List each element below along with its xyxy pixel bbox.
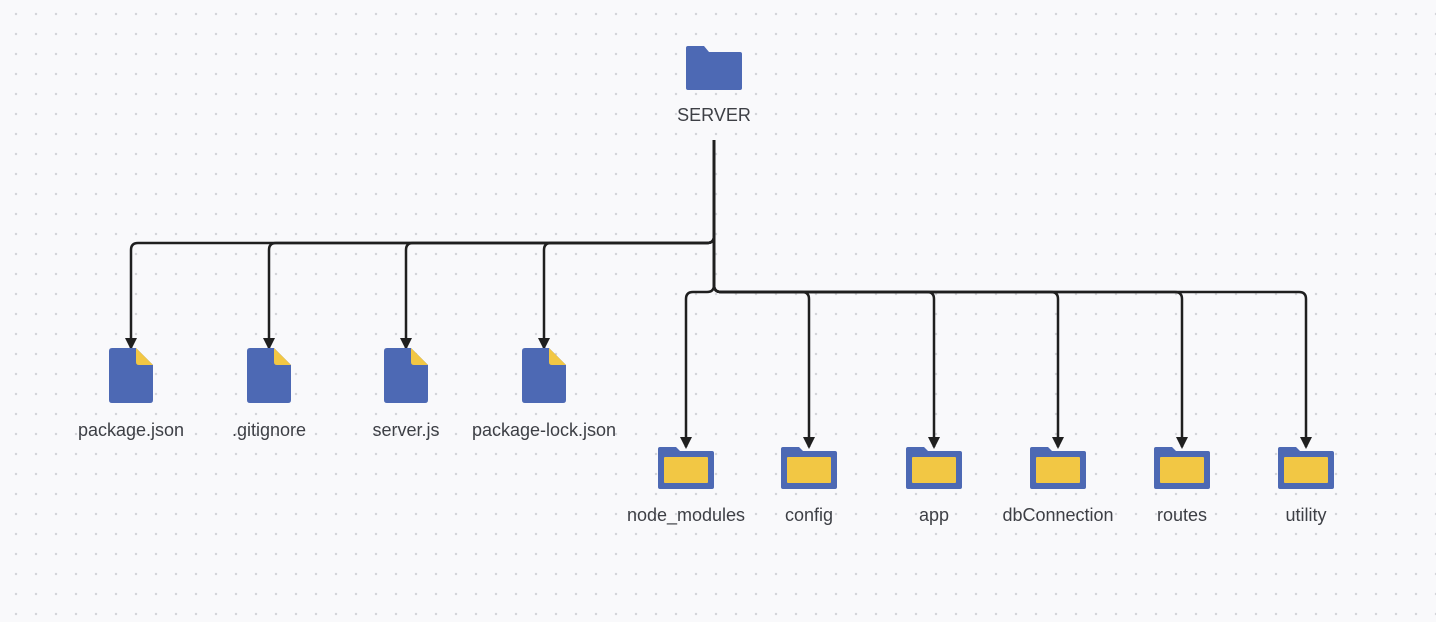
file-node-package-json[interactable] — [109, 348, 153, 403]
folder-node-dbconnection[interactable] — [1030, 447, 1086, 489]
folder-label-config: config — [784, 505, 834, 525]
folder-icon — [781, 447, 837, 489]
connector-package-lock-json — [538, 140, 716, 350]
folder-node-config[interactable] — [781, 447, 837, 489]
connector-config — [712, 140, 815, 449]
folder-label-dbconnection: dbConnection — [1002, 505, 1114, 525]
folder-icon — [686, 46, 742, 90]
folder-node-utility[interactable] — [1278, 447, 1334, 489]
connectors — [125, 140, 1312, 449]
file-label-package-lock-json: package-lock.json — [471, 420, 617, 440]
folder-node-node-modules[interactable] — [658, 447, 714, 489]
root-node[interactable] — [686, 46, 742, 90]
file-icon — [522, 348, 566, 403]
file-label-package-json: package.json — [77, 420, 185, 440]
folder-icon — [906, 447, 962, 489]
file-label-gitignore: .gitignore — [231, 420, 307, 440]
connector-node-modules — [680, 140, 716, 449]
connector-app — [712, 140, 940, 449]
file-icon — [109, 348, 153, 403]
file-node-package-lock-json[interactable] — [522, 348, 566, 403]
connector-utility — [712, 140, 1312, 449]
folder-label-utility: utility — [1285, 505, 1327, 525]
folder-label-node-modules: node_modules — [626, 505, 746, 525]
folder-icon — [1278, 447, 1334, 489]
folder-icon — [658, 447, 714, 489]
connector-routes — [712, 140, 1188, 449]
folder-label-routes: routes — [1156, 505, 1208, 525]
folder-label-app: app — [918, 505, 950, 525]
folder-icon — [1030, 447, 1086, 489]
file-icon — [247, 348, 291, 403]
folder-icon — [1154, 447, 1210, 489]
folder-nodes — [658, 447, 1334, 489]
file-node-server-js[interactable] — [384, 348, 428, 403]
file-node-gitignore[interactable] — [247, 348, 291, 403]
file-nodes — [109, 348, 566, 403]
file-label-server-js: server.js — [372, 420, 440, 440]
connector-dbconnection — [712, 140, 1064, 449]
root-label: SERVER — [677, 105, 751, 125]
file-icon — [384, 348, 428, 403]
folder-node-routes[interactable] — [1154, 447, 1210, 489]
folder-node-app[interactable] — [906, 447, 962, 489]
